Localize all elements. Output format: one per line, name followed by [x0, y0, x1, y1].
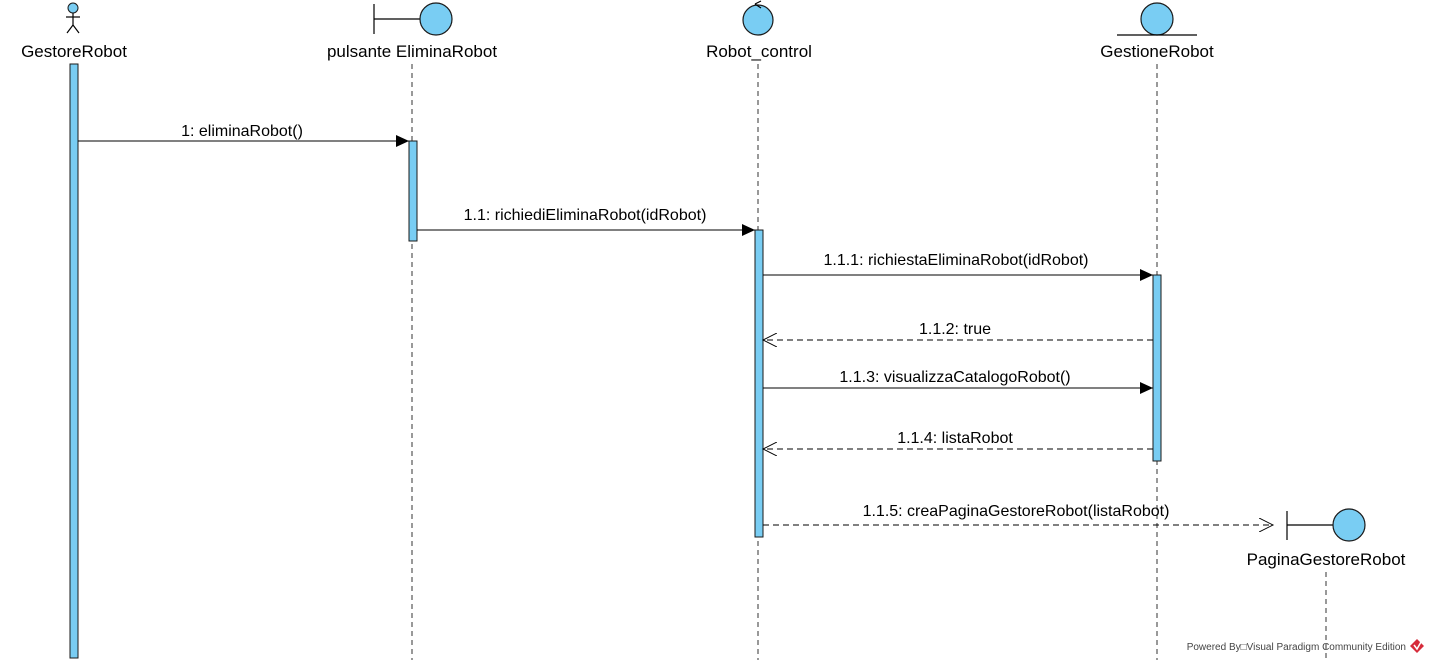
message-label: 1.1.4: listaRobot — [897, 430, 1013, 447]
actor-icon — [66, 2, 80, 34]
message-label: 1.1.5: creaPaginaGestoreRobot(listaRobot… — [863, 503, 1170, 520]
activation-bar-control — [754, 229, 764, 538]
footer-watermark: Powered By□Visual Paradigm Community Edi… — [1187, 639, 1424, 653]
boundary-icon — [1286, 508, 1366, 542]
activation-bar-actor — [69, 63, 79, 659]
footer-text: Powered By□Visual Paradigm Community Edi… — [1187, 642, 1406, 653]
participant-gestione-robot: GestioneRobot — [1100, 2, 1214, 660]
actor-label: GestoreRobot — [21, 42, 127, 61]
entity-label: GestioneRobot — [1100, 42, 1214, 61]
message-label: 1: eliminaRobot() — [181, 123, 303, 140]
boundary-icon — [373, 2, 453, 36]
message-1: 1: eliminaRobot() — [78, 123, 409, 147]
message-1-1-4: 1.1.4: listaRobot — [763, 430, 1153, 449]
participant-pagina-gestore-robot: PaginaGestoreRobot — [1247, 508, 1406, 660]
visual-paradigm-logo-icon — [1410, 639, 1424, 653]
page-label: PaginaGestoreRobot — [1247, 550, 1406, 569]
boundary-label: pulsante EliminaRobot — [327, 42, 497, 61]
message-1-1-1: 1.1.1: richiestaEliminaRobot(idRobot) — [763, 252, 1153, 281]
message-1-1-3: 1.1.3: visualizzaCatalogoRobot() — [763, 369, 1153, 394]
message-1-1-5: 1.1.5: creaPaginaGestoreRobot(listaRobot… — [763, 503, 1273, 525]
participant-pulsante-elimina-robot: pulsante EliminaRobot — [327, 2, 497, 660]
message-label: 1.1: richiediEliminaRobot(idRobot) — [464, 207, 707, 224]
message-label: 1.1.2: true — [919, 321, 991, 338]
control-label: Robot_control — [706, 42, 812, 61]
message-label: 1.1.1: richiestaEliminaRobot(idRobot) — [823, 252, 1088, 269]
message-1-1-2: 1.1.2: true — [763, 321, 1153, 340]
participant-robot-control: Robot_control — [706, 0, 812, 660]
participant-gestore-robot: GestoreRobot — [21, 2, 127, 659]
activation-bar-entity — [1152, 274, 1162, 462]
message-1-1: 1.1: richiediEliminaRobot(idRobot) — [417, 207, 755, 236]
entity-icon — [1117, 2, 1197, 36]
message-label: 1.1.3: visualizzaCatalogoRobot() — [839, 369, 1070, 386]
activation-bar-boundary — [408, 140, 418, 242]
control-icon — [742, 0, 774, 36]
